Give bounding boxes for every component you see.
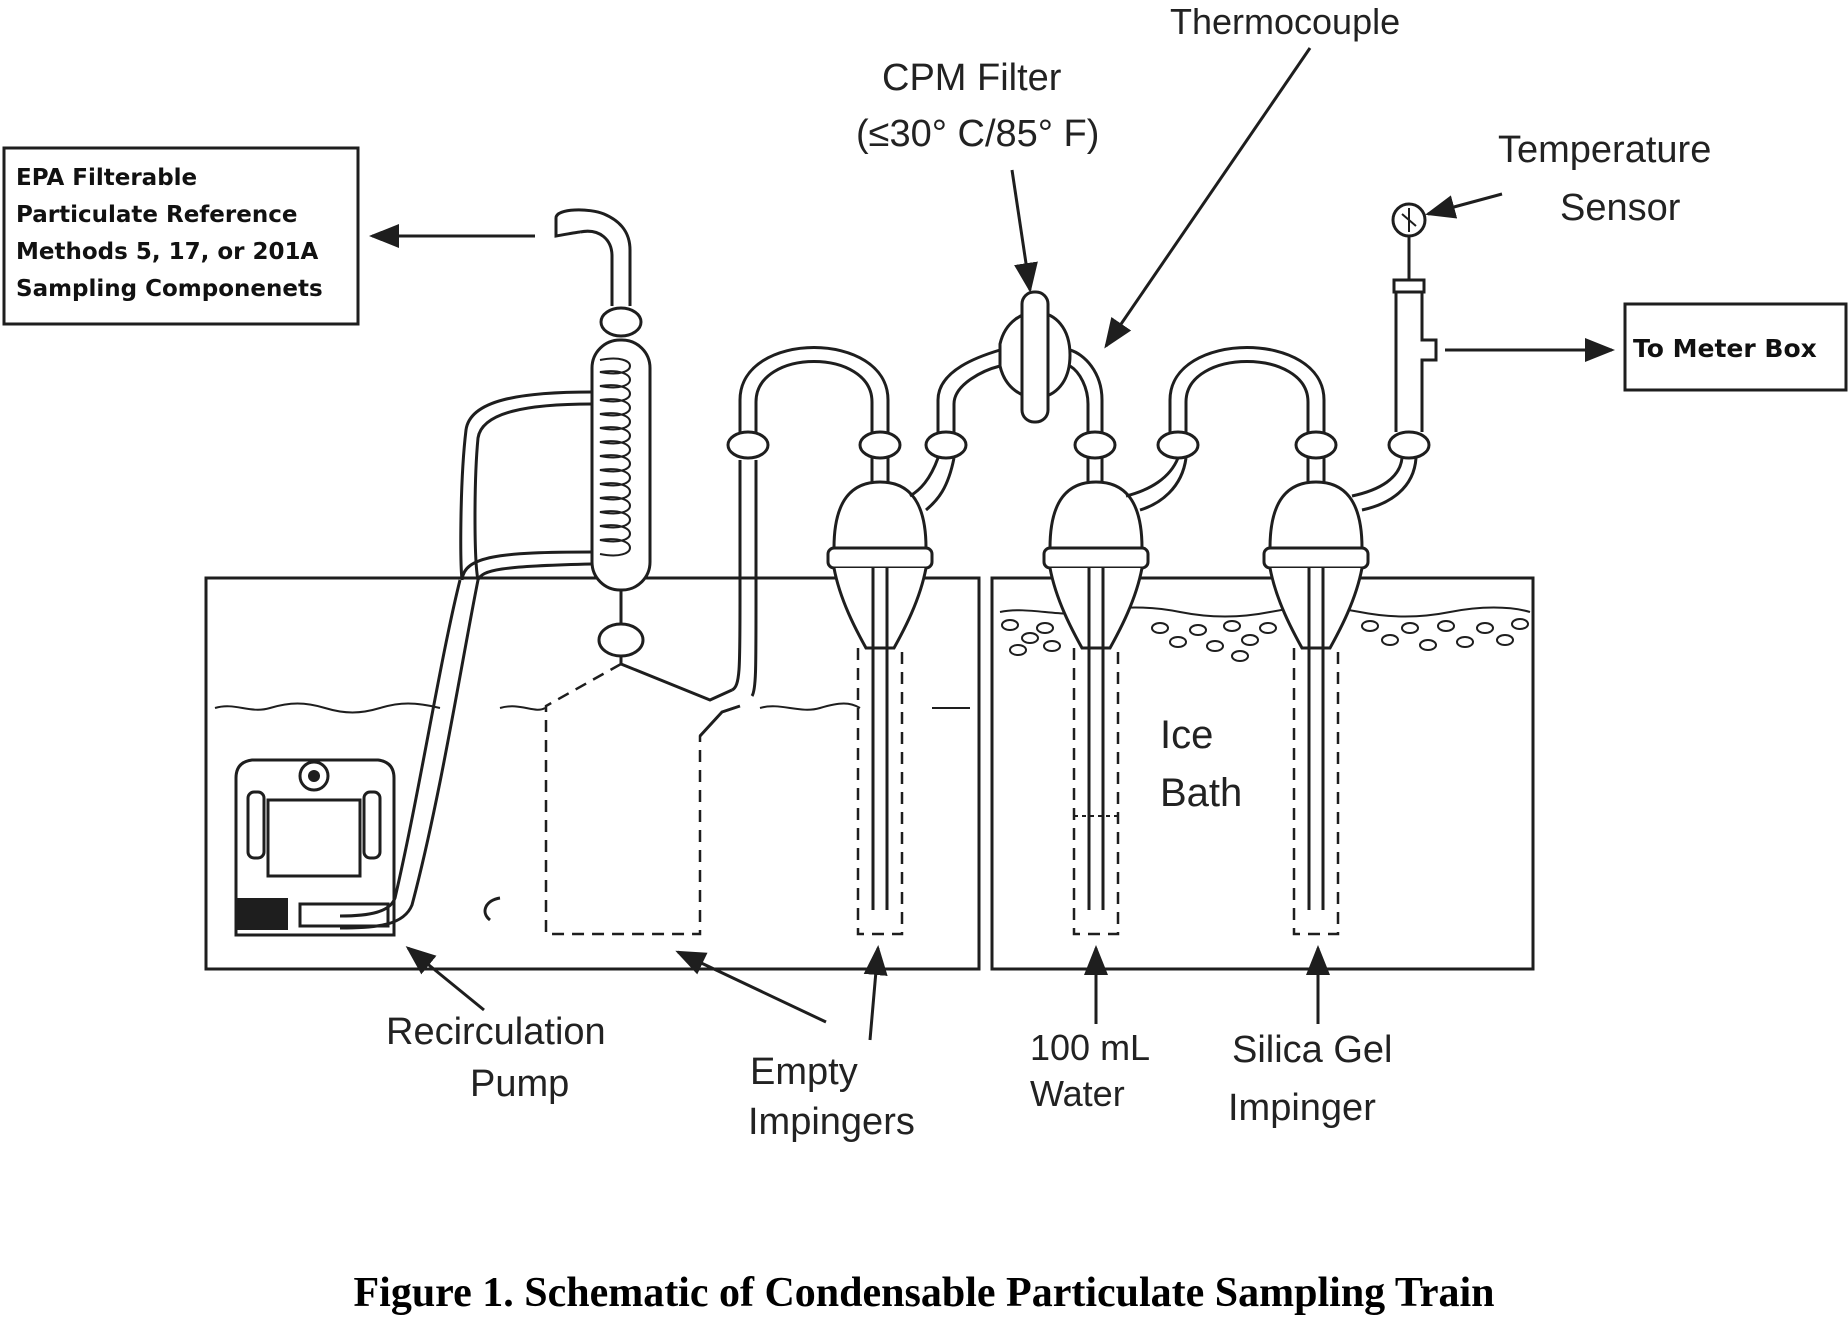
label-recirculation-1: Recirculation: [386, 1011, 606, 1053]
ice-bath-tank: [990, 576, 1535, 971]
label-temperature-sensor-1: Temperature: [1498, 129, 1711, 171]
arrow-recirculation-pump: [405, 946, 485, 1012]
label-thermocouple: Thermocouple: [1170, 1, 1400, 42]
arrows: [369, 47, 1615, 1041]
label-empty-impingers-1: Empty: [750, 1051, 858, 1093]
ice-cubes: [1001, 618, 1529, 662]
empty-impinger-2: [826, 458, 934, 936]
figure-caption: Figure 1. Schematic of Condensable Parti…: [354, 1270, 1495, 1316]
label-cpm-filter-2: (≤30° C/85° F): [856, 113, 1099, 155]
epa-box-line-3: Methods 5, 17, or 201A: [16, 239, 318, 265]
label-cpm-filter-1: CPM Filter: [882, 57, 1062, 99]
label-temperature-sensor-2: Sensor: [1560, 187, 1681, 229]
recirculation-tubing: [339, 390, 593, 930]
label-ice-bath-1: Ice: [1160, 713, 1213, 757]
coil-condenser: [554, 208, 652, 664]
meter-box-label: To Meter Box: [1633, 334, 1817, 363]
label-silica-gel-1: Silica Gel: [1232, 1029, 1393, 1071]
arrow-cpm-filter: [1010, 169, 1038, 293]
crossover-u-tube-2: [1073, 346, 1338, 460]
label-recirculation-2: Pump: [470, 1063, 569, 1105]
epa-reference-box: EPA Filterable Particulate Reference Met…: [2, 146, 360, 326]
epa-box-line-1: EPA Filterable: [16, 165, 197, 191]
epa-box-line-2: Particulate Reference: [16, 202, 297, 228]
epa-box-line-4: Sampling Componenets: [16, 276, 323, 302]
water-impinger: [1042, 457, 1188, 936]
arrow-empty-impinger-2: [863, 945, 888, 1041]
label-water-1: 100 mL: [1030, 1027, 1150, 1068]
recirculation-pump: [234, 758, 396, 937]
label-water-2: Water: [1030, 1073, 1125, 1114]
outlet-tube-and-sensor: [1387, 202, 1438, 460]
arrow-empty-impinger-large: [675, 950, 827, 1024]
crossover-u-tube-1: [726, 346, 902, 460]
water-bath-tank: [204, 576, 981, 971]
cpm-filter-assembly: [909, 290, 1104, 512]
label-silica-gel-2: Impinger: [1228, 1087, 1376, 1129]
arrow-temperature-sensor: [1425, 192, 1503, 219]
label-empty-impingers-2: Impingers: [748, 1101, 915, 1143]
empty-impinger-large: [544, 662, 741, 936]
arrow-thermocouple: [1104, 47, 1312, 349]
label-ice-bath-2: Bath: [1160, 771, 1242, 815]
silica-gel-impinger: [1262, 457, 1418, 936]
meter-box: To Meter Box: [1623, 302, 1848, 392]
return-tube: [731, 460, 758, 697]
